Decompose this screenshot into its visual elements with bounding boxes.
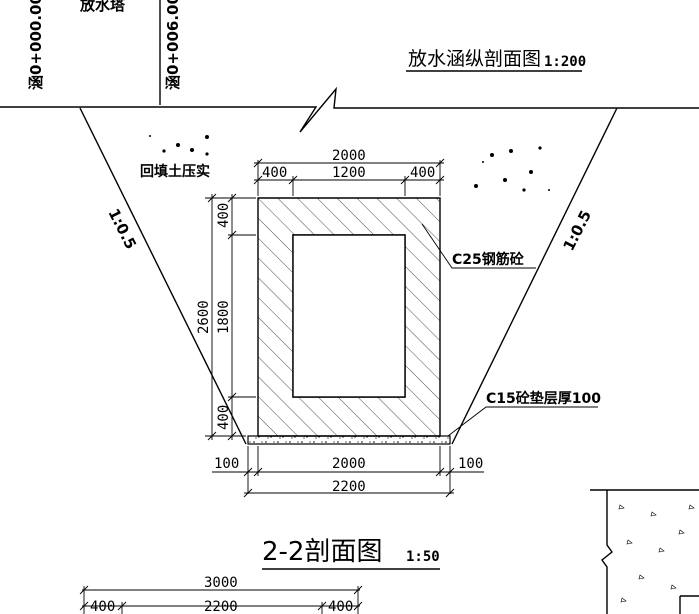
concrete-label: C25钢筋砼: [452, 251, 525, 268]
section-title: 2-2剖面图: [262, 537, 382, 567]
dim-next-mid: 2200: [204, 599, 238, 614]
next-section-fragment: 3000 400 2200 400: [79, 575, 363, 614]
backfill-label: 回填土压实: [140, 163, 210, 180]
left-dimensions: 2600 400 1800 400: [196, 193, 256, 441]
station-start-label: 涵0+000.000: [27, 0, 45, 90]
top-profile: 涵0+000.000 涵0+006.000 放水塔 放水涵纵剖面图 1:200: [0, 0, 699, 133]
dim-next-left: 400: [90, 599, 115, 614]
section-2-2: 1:0.5 1:0.5 回填土压实 C25钢筋砼 C15砼垫层厚100: [79, 107, 618, 570]
cushion-label: C15砼垫层厚100: [486, 390, 601, 407]
profile-scale: 1:200: [544, 54, 586, 70]
dim-left-top: 400: [216, 203, 232, 228]
dim-top-mid: 1200: [332, 165, 366, 181]
top-dimensions: 2000 400 1200 400: [253, 148, 445, 196]
ground-line-with-break: [0, 86, 699, 133]
concrete-leader: [421, 223, 536, 269]
dim-left-mid: 1800: [216, 300, 232, 334]
dim-top-left: 400: [262, 165, 287, 181]
dim-bottom-right: 100: [458, 456, 483, 472]
backfill-dots-right: [474, 146, 550, 192]
dim-next-right: 400: [328, 599, 353, 614]
backfill-dots-left: [149, 135, 209, 156]
right-fragment: [590, 489, 699, 614]
slope-label-left: 1:0.5: [104, 206, 140, 252]
dim-next-total: 3000: [204, 575, 238, 591]
culvert-opening: [292, 234, 406, 398]
dim-left-bottom: 400: [216, 405, 232, 430]
dim-bottom-total: 2200: [332, 479, 366, 495]
cushion-layer: [247, 435, 451, 445]
dim-top-right: 400: [410, 165, 435, 181]
cushion-leader: [447, 406, 598, 437]
slope-line-left: [79, 107, 247, 445]
station-end-label: 涵0+006.000: [164, 0, 182, 90]
section-scale: 1:50: [406, 549, 440, 565]
profile-title: 放水涵纵剖面图: [408, 48, 541, 70]
bottom-dimensions: 100 2000 100 2200: [212, 446, 484, 498]
tower-label: 放水塔: [79, 0, 126, 14]
dim-top-total: 2000: [332, 148, 366, 164]
slope-line-right: [451, 107, 618, 445]
dim-left-total: 2600: [196, 300, 212, 334]
dim-bottom-left: 100: [214, 456, 239, 472]
dim-bottom-mid: 2000: [332, 456, 366, 472]
